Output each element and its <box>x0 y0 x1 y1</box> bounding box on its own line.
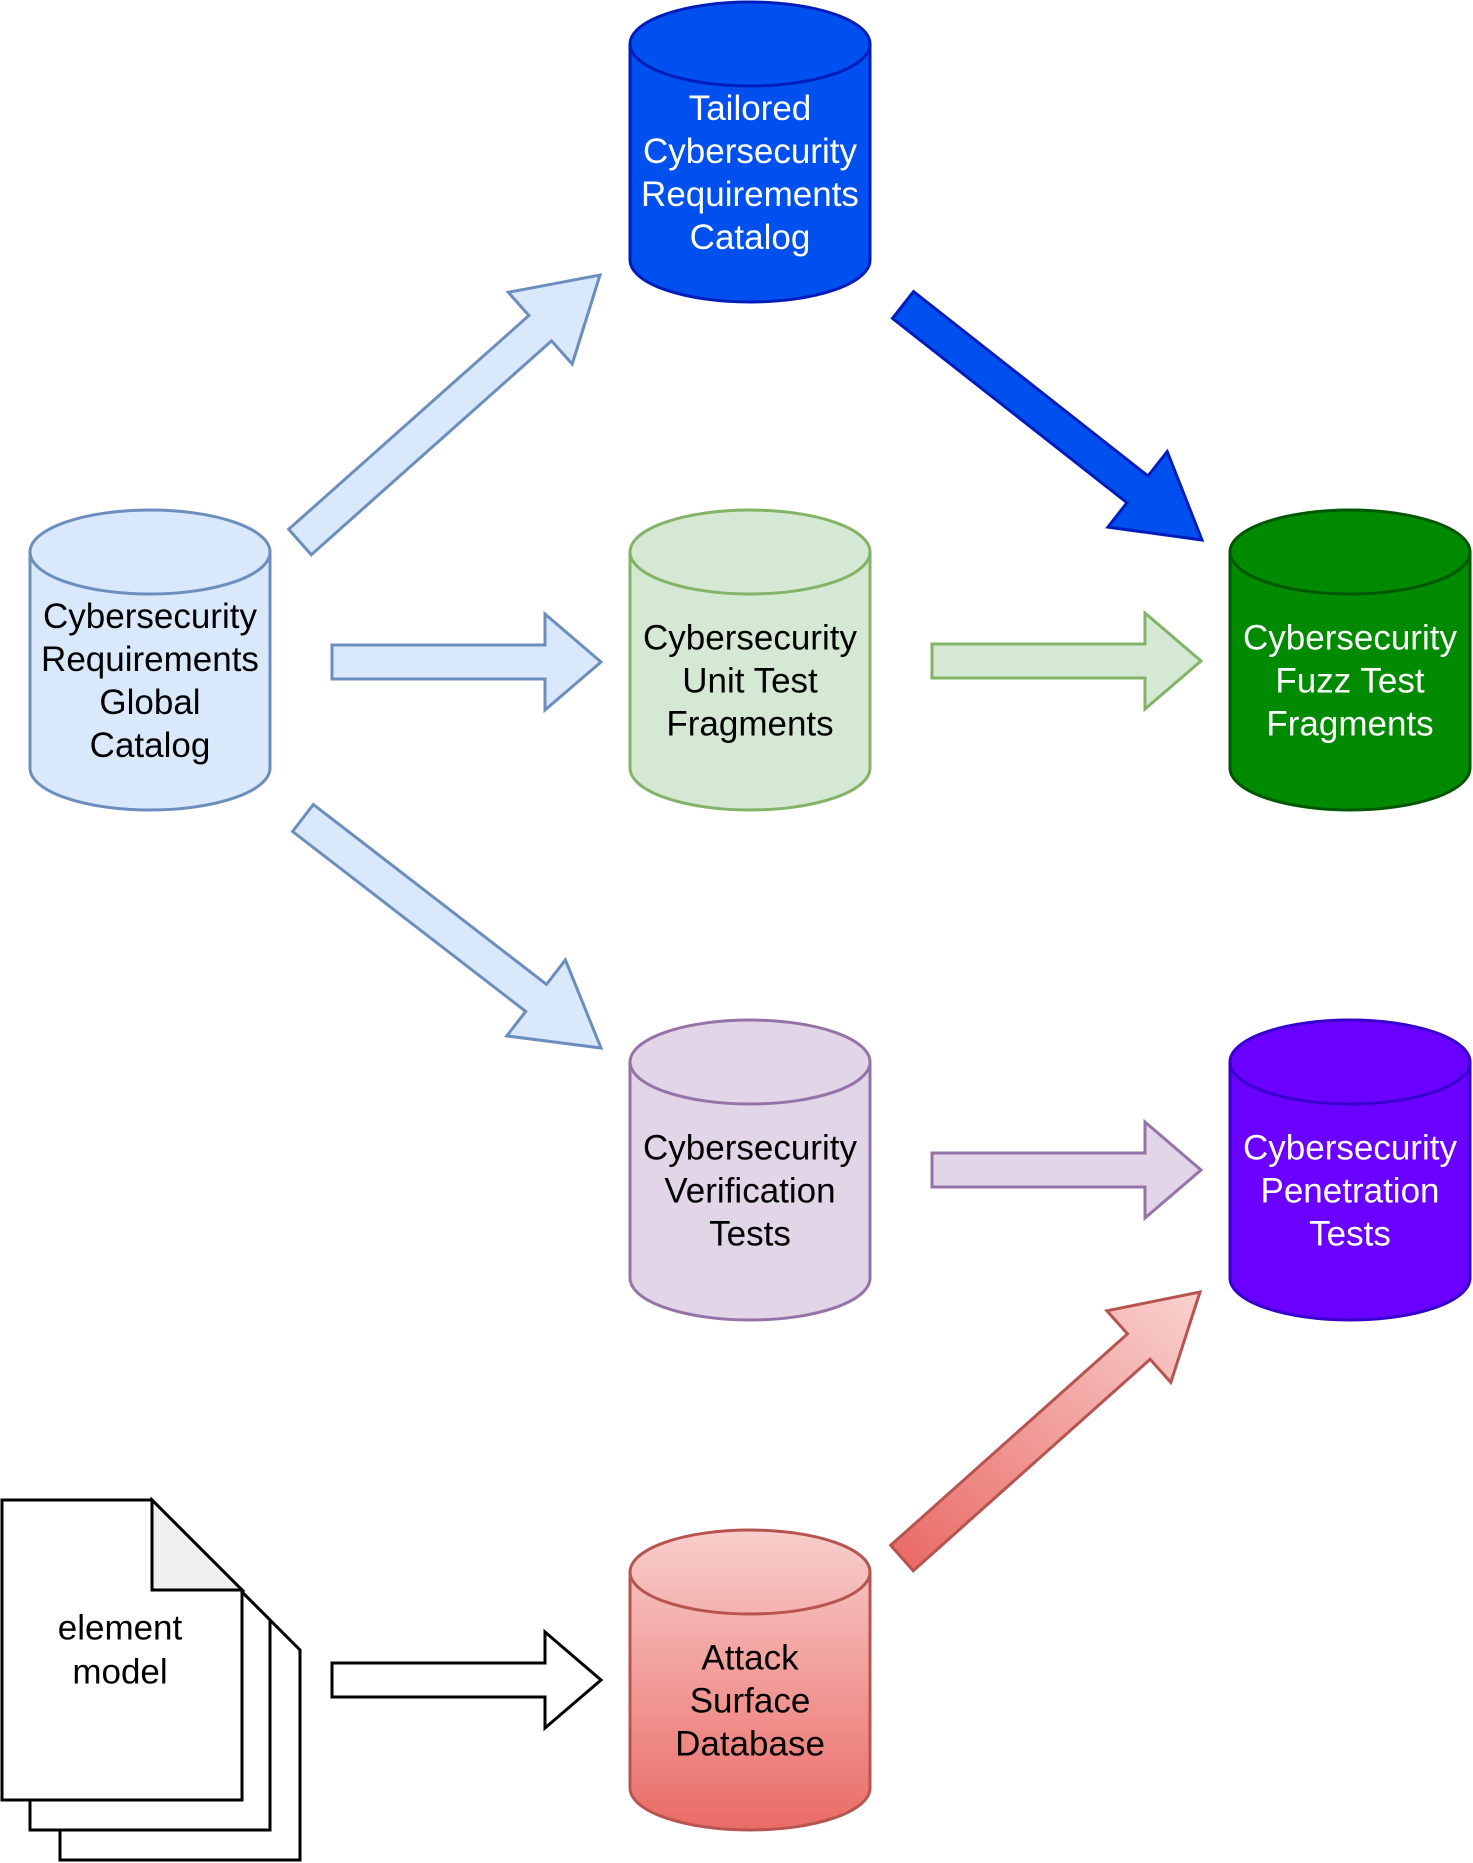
node-label-line: Cybersecurity <box>1243 619 1457 658</box>
node-label-line: Requirements <box>641 175 859 214</box>
node-label-line: Cybersecurity <box>643 132 857 171</box>
cylinder-rim <box>628 1571 872 1616</box>
node-label-line: Surface <box>690 1682 811 1721</box>
arrow-global-to-tailored <box>286 273 603 557</box>
arrow-tailored-to-fuzz <box>890 289 1205 542</box>
node-label-line: Global <box>99 683 200 722</box>
arrow-model-to-attack <box>330 1628 604 1732</box>
cylinder-body <box>1228 1018 1472 1322</box>
arrow-attack-to-penetration <box>888 1290 1203 1573</box>
document-label-line: model <box>72 1653 167 1692</box>
node-label-line: Fragments <box>1266 705 1433 744</box>
document-fold <box>150 1496 246 1592</box>
cylinder-rim <box>628 1061 872 1106</box>
document-label-line: element <box>58 1609 183 1648</box>
node-label-line: Catalog <box>90 726 211 765</box>
cylinder-rim <box>1228 551 1472 596</box>
cylinder-body <box>628 1018 872 1322</box>
node-label-line: Cybersecurity <box>43 597 257 636</box>
cylinder-rim <box>1228 1061 1472 1106</box>
node-label-line: Cybersecurity <box>1243 1129 1457 1168</box>
node-label-line: Database <box>675 1725 825 1764</box>
arrow-global-to-verification <box>290 802 604 1050</box>
node-label-line: Tailored <box>689 89 812 128</box>
cylinder-rim <box>28 551 272 596</box>
node-label-line: Fragments <box>666 705 833 744</box>
node-label-line: Requirements <box>41 640 259 679</box>
arrow-global-to-unit <box>330 610 604 714</box>
cylinder-rim <box>628 43 872 88</box>
node-label-line: Cybersecurity <box>643 619 857 658</box>
node-label-line: Verification <box>664 1172 835 1211</box>
cylinder-body <box>1228 508 1472 812</box>
node-label-line: Catalog <box>690 218 811 257</box>
cylinder-body <box>628 0 872 304</box>
node-label-line: Cybersecurity <box>643 1129 857 1168</box>
cylinder-body <box>28 508 272 812</box>
cylinder-rim <box>628 551 872 596</box>
document-element-model: element model <box>0 1496 302 1862</box>
cylinder-body <box>628 1528 872 1832</box>
arrow-unit-to-fuzz <box>930 609 1204 713</box>
arrow-verification-to-penetration <box>930 1118 1204 1222</box>
node-label-line: Unit Test <box>682 662 818 701</box>
node-label-line: Attack <box>701 1639 799 1678</box>
node-label-line: Tests <box>709 1215 791 1254</box>
node-label-line: Fuzz Test <box>1275 662 1424 701</box>
cylinder-body <box>628 508 872 812</box>
node-label-line: Tests <box>1309 1215 1391 1254</box>
node-label-line: Penetration <box>1260 1172 1439 1211</box>
document-page <box>0 1498 244 1802</box>
